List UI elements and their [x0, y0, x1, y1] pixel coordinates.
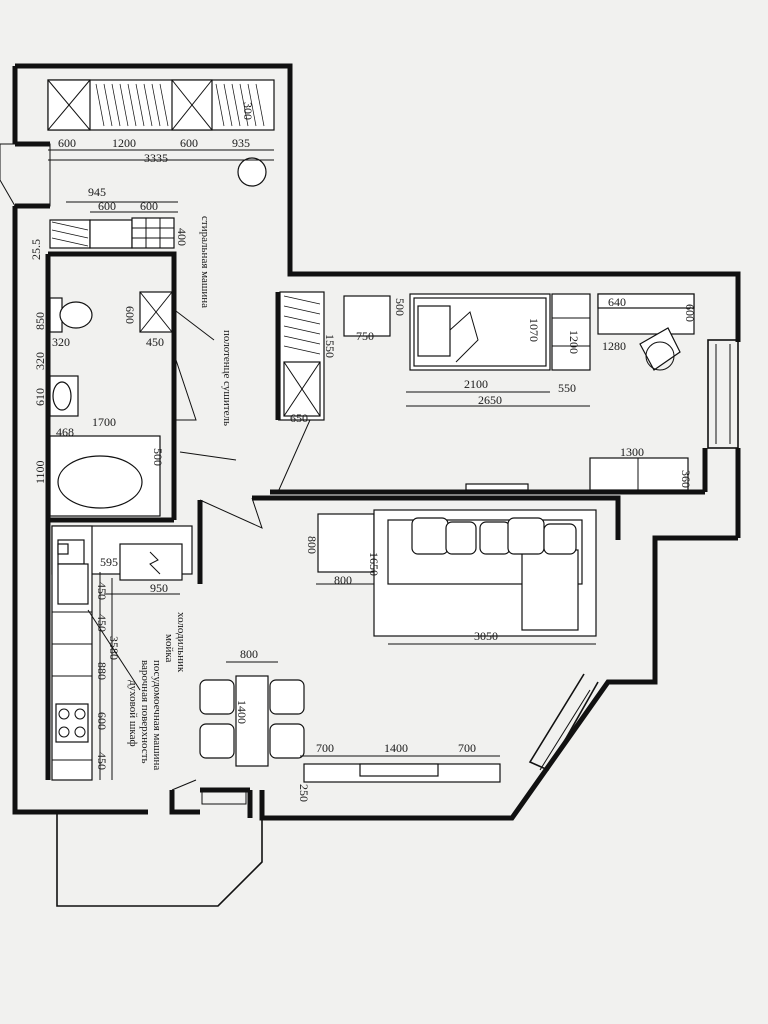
dim-1280: 1280: [602, 339, 626, 353]
dim-500: 500: [393, 298, 407, 316]
inner-walls: [15, 141, 708, 818]
dim-3335: 3335: [144, 151, 168, 165]
dim-640: 640: [608, 295, 626, 309]
dim-360: 360: [679, 470, 693, 488]
dim-1700: 1700: [92, 415, 116, 429]
dimension-labels: 600 1200 600 935 300 3335 945 600 600 40…: [29, 102, 697, 802]
dim-800: 800: [305, 536, 319, 554]
bedroom-furniture: [279, 291, 695, 491]
label-dishwasher: посудомоечная машина: [151, 660, 163, 770]
dim-3050: 3050: [474, 629, 498, 643]
dim-880: 880: [95, 662, 109, 680]
label-towel-dryer: полотенце сушитель: [221, 330, 233, 426]
dim-650: 650: [290, 411, 308, 425]
dim-850: 850: [33, 312, 47, 330]
dim-450: 450: [95, 582, 109, 600]
dim-1200: 1200: [112, 136, 136, 150]
dim-800: 800: [240, 647, 258, 661]
dim-1070: 1070: [527, 318, 541, 342]
dim-3580: 3580: [107, 636, 121, 660]
dimension-lines: [48, 149, 596, 780]
label-oven: духовой шкаф: [127, 680, 139, 747]
hall-wardrobe: [47, 79, 275, 187]
dim-750: 750: [356, 329, 374, 343]
dim-400: 400: [175, 228, 189, 246]
dim-320: 320: [33, 352, 47, 370]
dim-1100: 1100: [33, 460, 47, 484]
label-sink: мойка: [163, 634, 175, 663]
dim-300: 300: [241, 102, 255, 120]
outer-walls: [12, 63, 741, 907]
dim-1400: 1400: [235, 700, 249, 724]
dim-1300: 1300: [620, 445, 644, 459]
dim-600: 600: [58, 136, 76, 150]
dim-935: 935: [232, 136, 250, 150]
kitchen-furniture: [51, 525, 501, 783]
dim-2100: 2100: [464, 377, 488, 391]
dim-500: 500: [151, 448, 165, 466]
dim-450: 450: [146, 335, 164, 349]
dim-468: 468: [56, 425, 74, 439]
dim-1400: 1400: [384, 741, 408, 755]
dim-600: 600: [683, 304, 697, 322]
dim-450: 450: [95, 752, 109, 770]
dim-1200: 1200: [567, 330, 581, 354]
dim-600: 600: [140, 199, 158, 213]
dim-800: 800: [334, 573, 352, 587]
label-cooktop: варочная поверхность: [139, 660, 151, 764]
dim-700: 700: [458, 741, 476, 755]
dim-600: 600: [98, 199, 116, 213]
dim-595: 595: [100, 555, 118, 569]
dim-2650: 2650: [478, 393, 502, 407]
fixture-labels: стиральная машина полотенце сушитель хол…: [87, 216, 237, 770]
dim-320: 320: [52, 335, 70, 349]
dim-600: 600: [180, 136, 198, 150]
living-furniture: [317, 509, 597, 637]
dim-1550: 1550: [323, 334, 337, 358]
dim-250: 250: [297, 784, 311, 802]
dim-700: 700: [316, 741, 334, 755]
dim-550: 550: [558, 381, 576, 395]
entry-cabinets: [49, 217, 175, 249]
dim-25-5: 25.5: [29, 239, 43, 260]
dim-600: 600: [95, 712, 109, 730]
dim-610: 610: [33, 388, 47, 406]
dim-950: 950: [150, 581, 168, 595]
dim-945: 945: [88, 185, 106, 199]
dim-450: 450: [95, 614, 109, 632]
label-fridge: холодильник: [175, 612, 187, 673]
bathroom-fixtures: [49, 291, 173, 517]
dim-600: 600: [123, 306, 137, 324]
label-washer: стиральная машина: [199, 216, 211, 308]
dim-1650: 1650: [367, 552, 381, 576]
